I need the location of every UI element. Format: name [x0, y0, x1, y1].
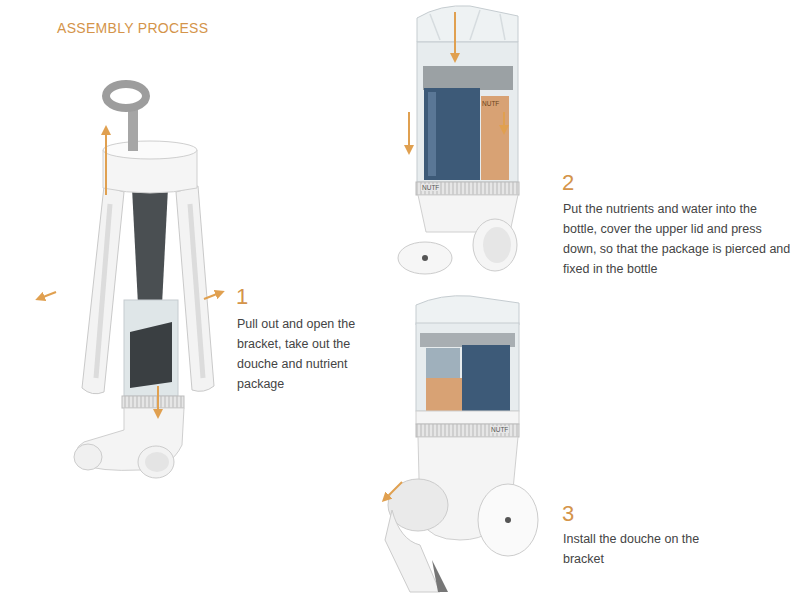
step1-figure — [38, 84, 222, 478]
step3-figure — [384, 296, 538, 592]
step-text: Put the nutrients and water into the bot… — [563, 199, 791, 279]
step-text: Pull out and open the bracket, take out … — [237, 314, 387, 394]
ring-label: NUTF — [490, 426, 509, 433]
ring-label: NUTF — [421, 184, 440, 191]
step-number: 2 — [562, 170, 574, 195]
step-text: Install the douche on the bracket — [563, 529, 723, 569]
step-number: 3 — [562, 501, 574, 526]
step2-figure — [398, 6, 519, 274]
package-label: NUTF — [482, 100, 499, 107]
step-number: 1 — [236, 284, 248, 309]
title: ASSEMBLY PROCESS — [57, 20, 208, 36]
